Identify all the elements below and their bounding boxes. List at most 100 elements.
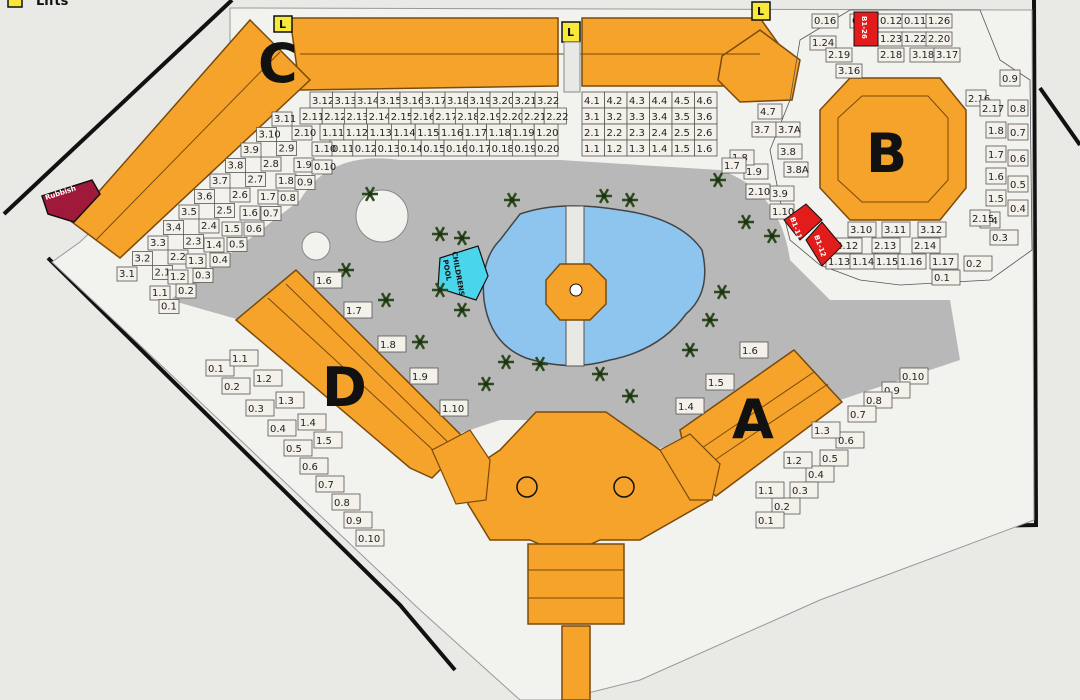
- room-number: 2.5: [217, 206, 233, 217]
- room-cell: 0.4: [805, 465, 835, 483]
- room-number: 1.2: [170, 272, 186, 283]
- room-number: 0.8: [334, 498, 350, 509]
- room-number: 2.2: [170, 252, 186, 263]
- palm-tree-icon: [622, 192, 638, 208]
- room-cell: 3.8: [225, 158, 246, 173]
- room-cell: 3.3: [626, 107, 650, 125]
- room-cell: 2.20: [499, 107, 524, 125]
- room-number: 1.10: [314, 144, 336, 155]
- room-cell: 3.18: [444, 91, 469, 109]
- room-number: 0.1: [934, 273, 950, 284]
- palm-tree-icon: [362, 186, 378, 202]
- palm-tree-icon: [714, 284, 730, 300]
- room-number: 1.1: [232, 354, 248, 365]
- room-cell: 0.15: [420, 139, 445, 157]
- legend: Lifts: [7, 0, 69, 9]
- room-number: 2.17: [435, 112, 457, 123]
- room-cell: 1.15: [414, 123, 439, 141]
- room-cell: 0.9: [343, 511, 373, 529]
- room-number: 0.1: [161, 302, 177, 313]
- room-number: 1.4: [678, 402, 694, 413]
- room-cell: 3.17: [422, 91, 447, 109]
- palm-tree-icon: [378, 292, 394, 308]
- room-number: 2.21: [524, 112, 546, 123]
- room-number: 0.2: [178, 286, 194, 297]
- room-number: 2.3: [186, 237, 202, 248]
- room-cell: 1.2: [604, 139, 628, 157]
- palm-tree-icon: [498, 354, 514, 370]
- room-number: 3.11: [884, 225, 906, 236]
- room-number: 3.10: [850, 225, 872, 236]
- room-number: 2.18: [457, 112, 479, 123]
- room-cell: 1.26: [925, 13, 953, 29]
- room-number: 1.6: [316, 276, 332, 287]
- room-cell: 2.19: [477, 107, 502, 125]
- room-cell: 0.1: [205, 359, 235, 377]
- palm-tree-icon: [592, 366, 608, 382]
- room-cell: 0.1: [158, 299, 180, 314]
- room-cell: 0.13: [375, 139, 400, 157]
- room-cell: 0.14: [397, 139, 423, 157]
- room-number: 3.20: [492, 96, 514, 107]
- room-number: 0.10: [902, 372, 924, 383]
- room-number: 1.16: [900, 257, 922, 268]
- room-number: 3.22: [537, 96, 559, 107]
- room-number: 3.21: [515, 96, 537, 107]
- room-cell: 0.9: [999, 69, 1021, 87]
- lift-icon: L: [751, 1, 771, 21]
- block-b-rooms: 0.160.130.120.111.261.241.231.222.202.19…: [721, 13, 1029, 286]
- room-cell: 1.5: [671, 139, 695, 157]
- reception-wing-right: [659, 433, 721, 501]
- room-number: 0.8: [866, 396, 882, 407]
- room-cell: 3.16: [835, 63, 863, 79]
- room-cell: 1.17: [462, 123, 487, 141]
- room-number: 1.4: [206, 240, 222, 251]
- room-number: 0.12: [880, 16, 902, 27]
- room-number: 0.6: [302, 462, 318, 473]
- room-number: 4.4: [652, 96, 668, 107]
- block-a-ridge: [705, 383, 829, 467]
- room-number: 0.8: [280, 193, 296, 204]
- room-number: 3.5: [181, 207, 197, 218]
- room-cell: 1.1: [581, 139, 605, 157]
- palm-tree-icon: [738, 214, 754, 230]
- room-number: 1.13: [370, 128, 392, 139]
- fountain-icon: [516, 476, 538, 498]
- room-number: 1.24: [812, 38, 834, 49]
- room-cell: 2.19: [825, 47, 853, 63]
- room-cell: 0.2: [963, 255, 993, 272]
- room-number: 2.12: [324, 112, 346, 123]
- room-number: 0.5: [1010, 180, 1026, 191]
- children-pool: [437, 245, 489, 301]
- room-number: 0.4: [1010, 204, 1026, 215]
- room-cell: 0.17: [466, 139, 491, 157]
- room-number: 1.15: [417, 128, 439, 139]
- room-number: 1.20: [536, 128, 558, 139]
- room-number: 1.19: [512, 128, 534, 139]
- room-number: 0.7: [318, 480, 334, 491]
- room-cell: 2.3: [183, 234, 204, 249]
- room-cell: 4.3: [626, 91, 650, 109]
- room-cell: 2.20: [925, 31, 953, 47]
- room-number: 1.3: [814, 426, 830, 437]
- room-number: 3.12: [312, 96, 334, 107]
- room-cell: 1.4: [203, 237, 225, 253]
- room-cell: 0.7: [1007, 123, 1029, 141]
- room-number: 0.9: [297, 178, 313, 189]
- room-number: 3.2: [607, 112, 623, 123]
- room-number: 2.17: [982, 104, 1004, 115]
- room-cell: 1.7: [721, 157, 747, 174]
- room-number: 0.5: [822, 454, 838, 465]
- room-cell: 1.6: [985, 167, 1007, 185]
- room-number: 1.6: [242, 208, 258, 219]
- room-number: 1.10: [772, 207, 794, 218]
- room-cell: 3.12: [309, 91, 334, 109]
- fountain-icon: [569, 283, 583, 297]
- room-cell: 0.10: [355, 529, 385, 547]
- room-cell: 0.16: [811, 13, 839, 29]
- room-number: 2.10: [294, 128, 316, 139]
- block-c-stair-tower: [717, 29, 801, 103]
- room-cell: 1.3: [185, 253, 207, 269]
- palm-tree-icon: [532, 356, 548, 372]
